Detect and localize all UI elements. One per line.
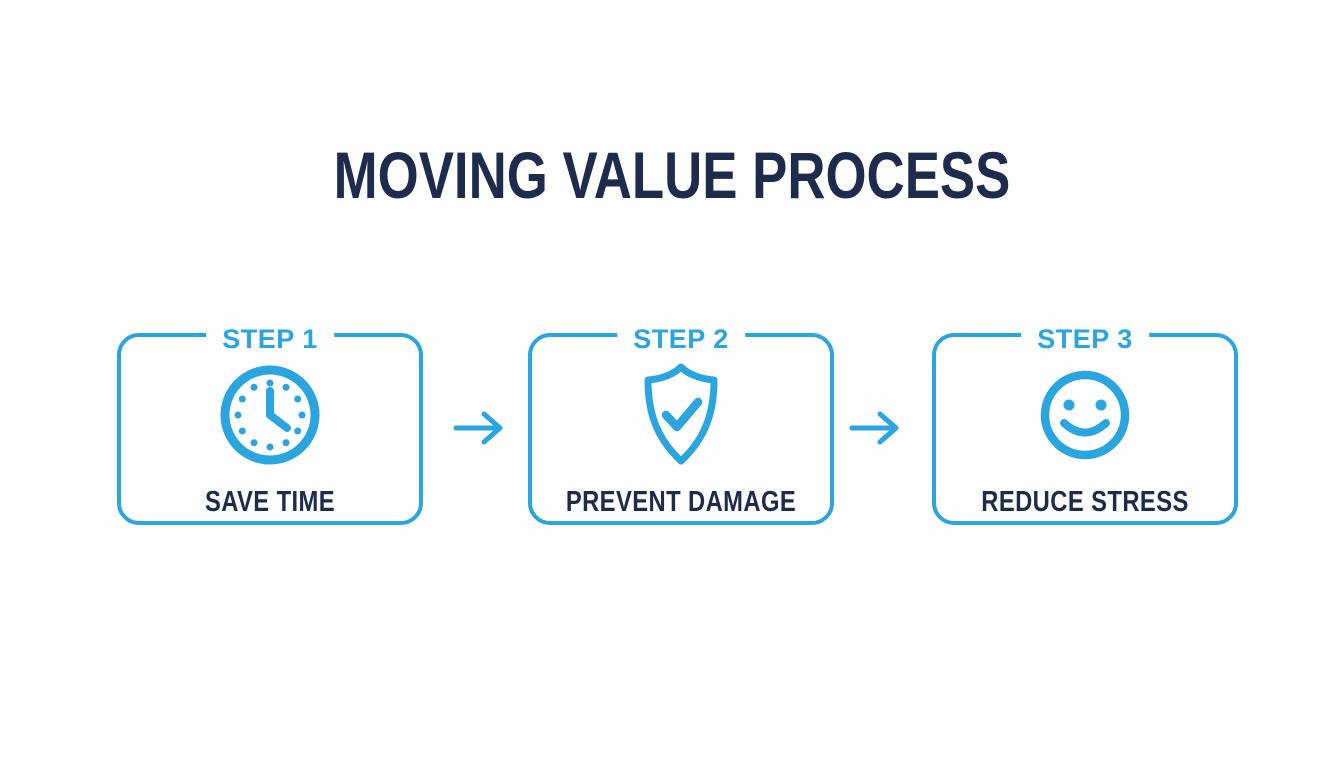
step-2-tag: STEP 2 bbox=[617, 324, 745, 354]
step-2-box: STEP 2 PREVENT DAMAGE bbox=[528, 324, 834, 525]
smiley-face-icon bbox=[936, 359, 1234, 471]
step-1-box: STEP 1 SAVE TIME bbox=[117, 324, 423, 525]
step-2-benefit-label: PREVENT DAMAGE bbox=[565, 486, 797, 518]
arrow-right-icon bbox=[452, 404, 508, 452]
step-3-tag: STEP 3 bbox=[1021, 324, 1149, 354]
shield-check-icon bbox=[532, 359, 830, 471]
page-title: MOVING VALUE PROCESS bbox=[333, 138, 1011, 212]
step-1-benefit-label: SAVE TIME bbox=[204, 486, 336, 518]
step-1-tag: STEP 1 bbox=[206, 324, 334, 354]
clock-icon bbox=[121, 359, 419, 471]
step-3-box: STEP 3 REDUCE STRESS bbox=[932, 324, 1238, 525]
step-3-benefit-label: REDUCE STRESS bbox=[981, 486, 1189, 518]
arrow-right-icon bbox=[848, 404, 904, 452]
